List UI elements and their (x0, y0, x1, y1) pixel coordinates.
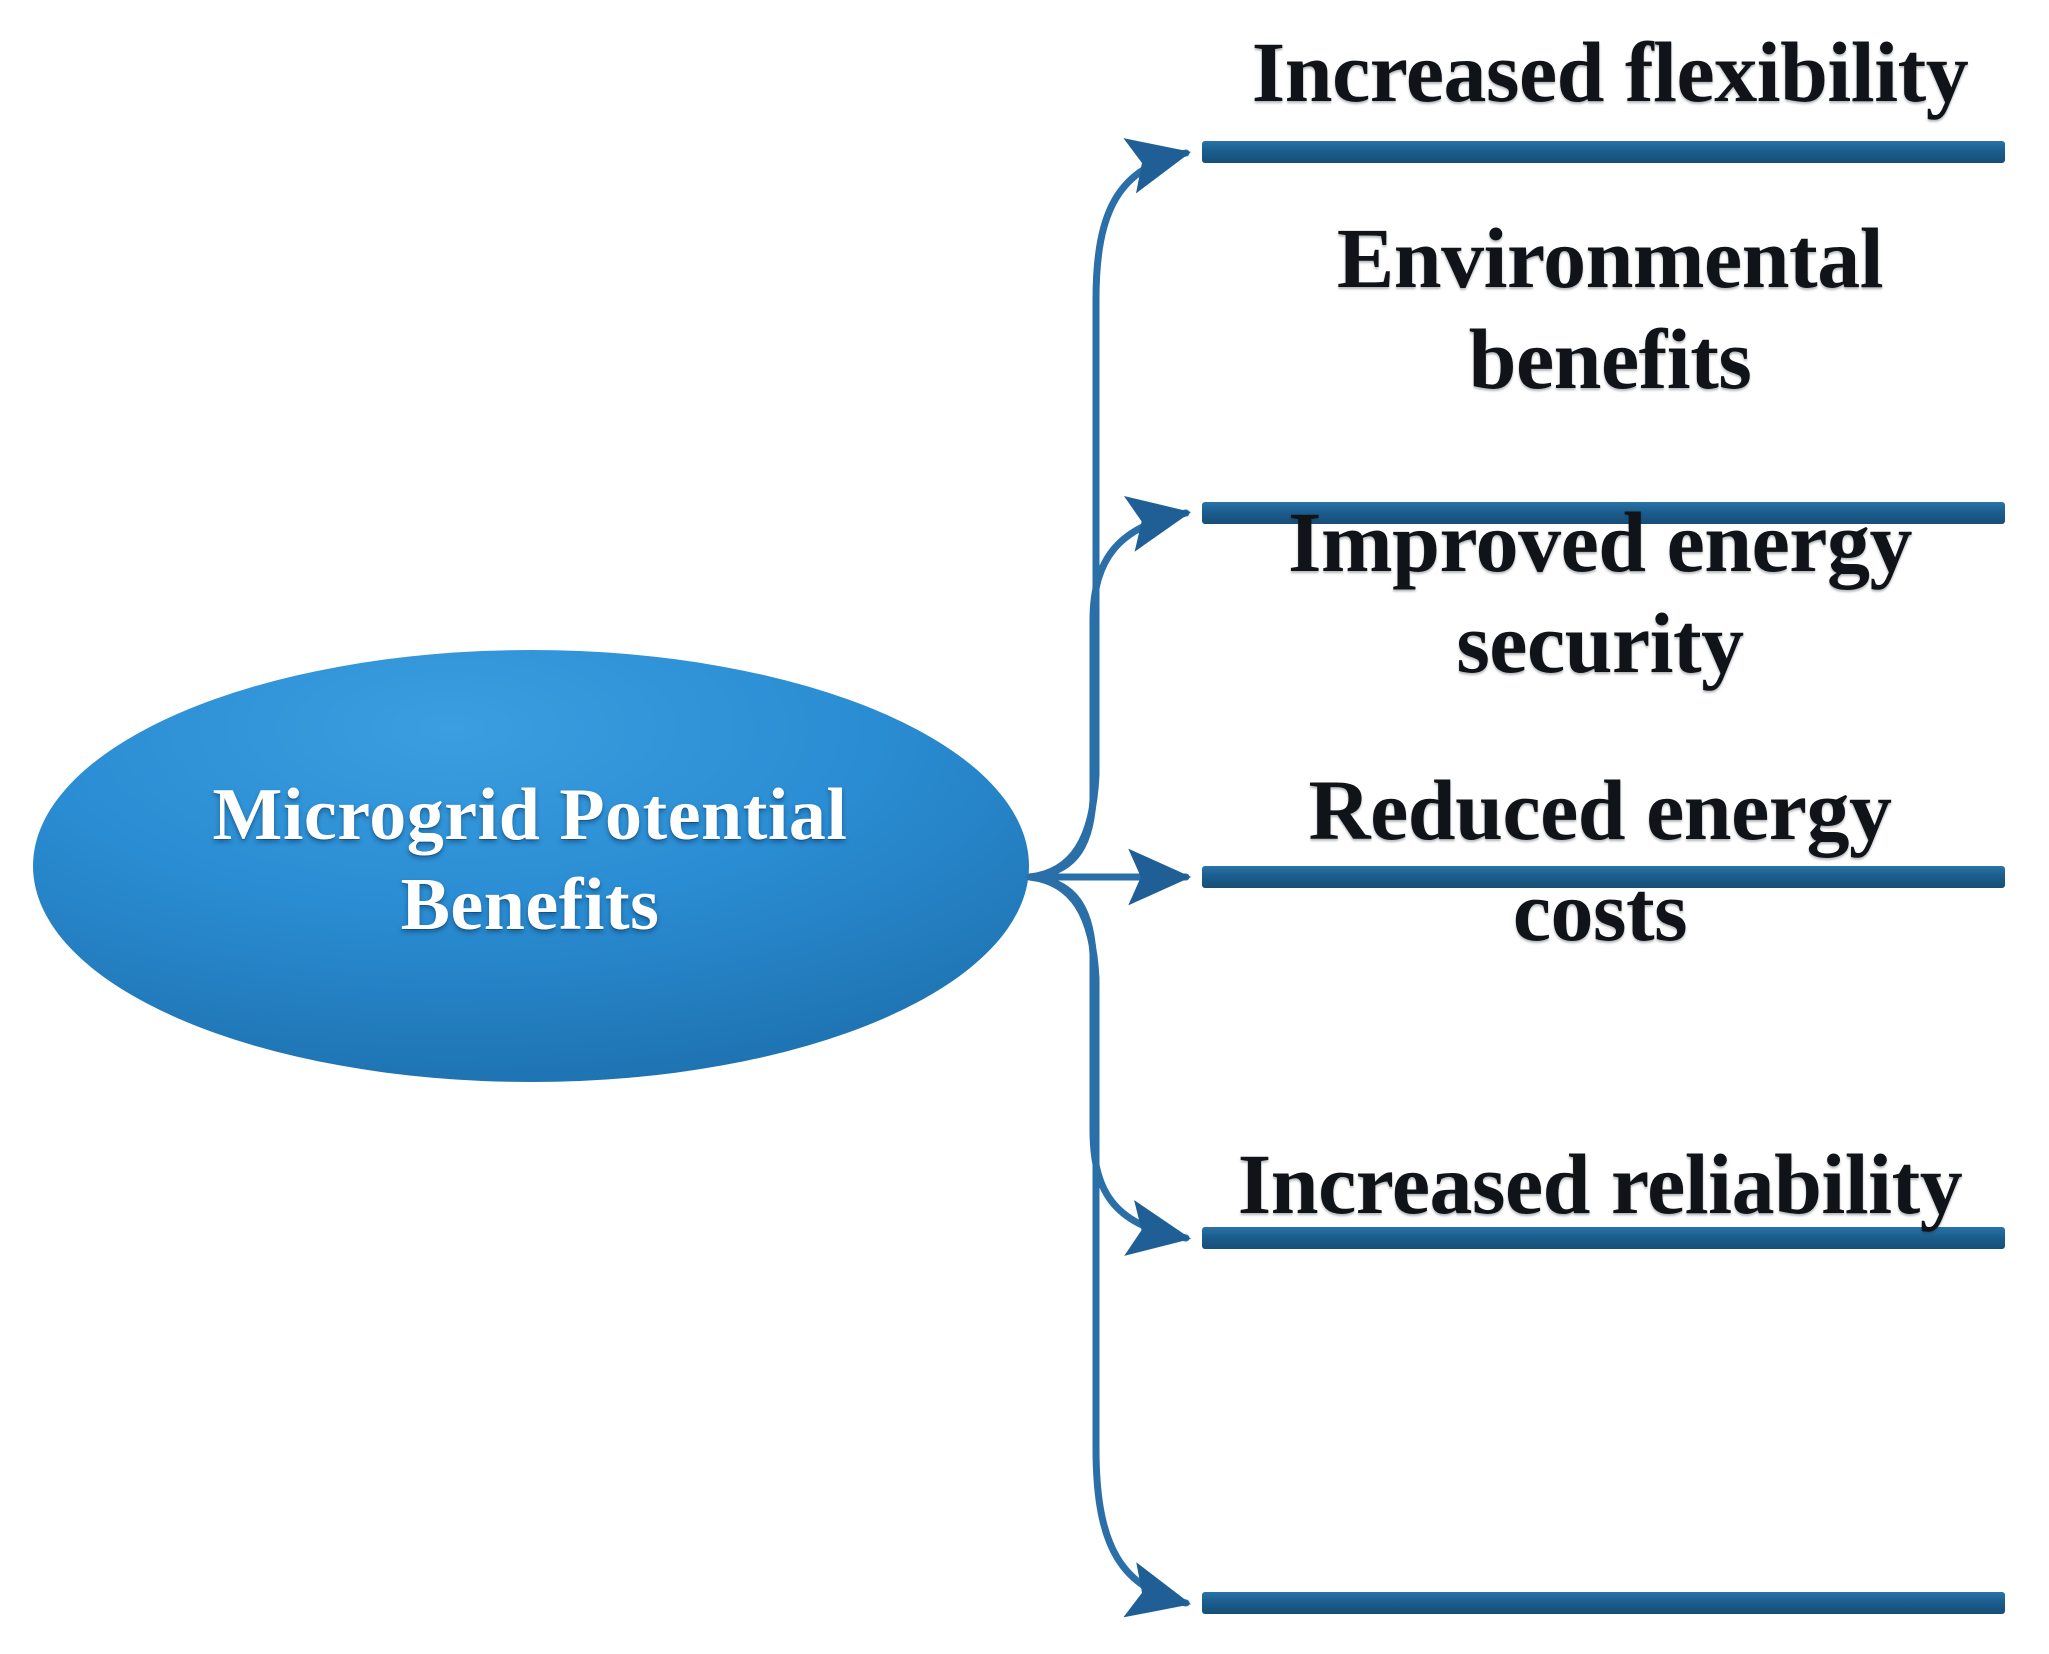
connector-curve-2 (1026, 496, 1192, 881)
connector-curve-5 (1026, 873, 1192, 1618)
connector-curve-4 (1026, 873, 1192, 1256)
branch-label-increased-reliability: Increased reliability (1237, 1136, 1963, 1232)
connector-curve-1 (1026, 138, 1192, 881)
branch-bar-5[interactable] (1202, 1592, 2005, 1614)
branch-label-improved-energy-security: Improved energy security (1288, 494, 1912, 691)
branch-label-increased-flexibility: Increased flexibility (1251, 24, 1969, 120)
branch-bars (1202, 141, 2005, 1614)
branch-bar-3[interactable] (1202, 866, 2005, 888)
branch-label-environmental-benefits: Environmental benefits (1336, 210, 1884, 407)
branch-bar-2[interactable] (1202, 502, 2005, 524)
branch-bar-1[interactable] (1202, 141, 2005, 163)
branch-label-reduced-energy-costs: Reduced energy costs (1308, 762, 1892, 959)
center-node-label: Microgrid Potential Benefits (212, 774, 848, 947)
branch-bar-4[interactable] (1202, 1227, 2005, 1249)
center-node-ellipse[interactable] (33, 650, 1029, 1082)
